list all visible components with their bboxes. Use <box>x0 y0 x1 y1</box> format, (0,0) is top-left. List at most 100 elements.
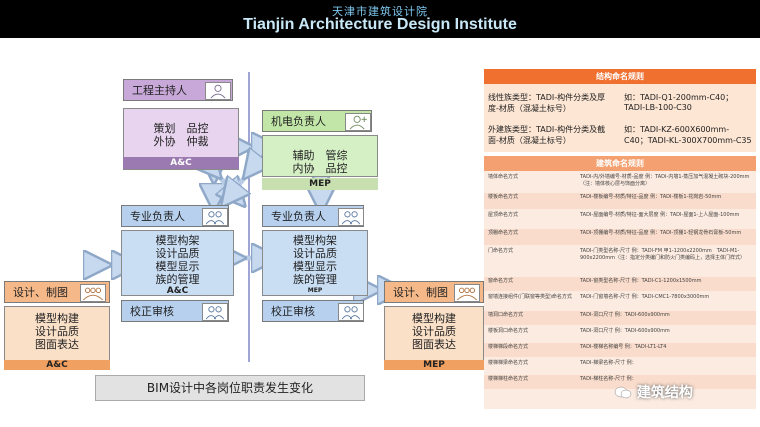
arch-rule-value: TADI-梯柱名称-尺寸 例： <box>580 376 637 382</box>
mep-pro-lead-label: MEP <box>307 287 323 294</box>
struct-rule-key: 外建族类型：TADI-构件分类及截面-材质（混凝土标号） <box>488 125 606 145</box>
ac-review-title: 校正审核 <box>130 305 174 318</box>
ac-design-duties: 模型构建 设计品质 图面表达 <box>4 312 110 351</box>
ac-design-label: A&C <box>4 360 110 370</box>
ac-pro-lead-title: 专业负责人 <box>130 210 185 223</box>
arch-rule-key: 楼梯梯梁命名方式 <box>488 360 529 366</box>
arch-rule-key: 楼梯梯柱命名方式 <box>488 376 529 382</box>
arch-rule-value: TADI-门窗墙名称-尺寸 例：TADI-CMC1-7800x3000mm <box>580 294 710 300</box>
mep-lead-title-bar: 机电负责人 <box>262 110 372 132</box>
arch-rule-row: 顶棚命名方式 TADI-顶棚编号-材质/特征-品度 例：TADI-顶棚1-轻钢龙骨… <box>484 229 756 245</box>
arch-rule-row: 墙体命名方式 TADI-内/外墙编号-材质-品度 例：TADI-内墙1-蒸压加气混… <box>484 173 756 192</box>
arch-rule-row: 门命名方式 TADI-门类型名称-尺寸 例：TADI-FM 甲1-1200x220… <box>484 247 756 275</box>
mep-lead-label: MEP <box>262 178 378 190</box>
host-duty-line: 外协 仲裁 <box>153 135 209 148</box>
ac-pro-lead-duty-line: 模型构架 <box>155 234 200 247</box>
arch-rule-value: TADI-楼板编号-材质/特征-品度 例：TADI-楼板1-花岗岩-50mm <box>580 194 722 200</box>
header-cn-title: 天津市建筑设计院 <box>332 5 428 18</box>
struct-rule-value: 如：TADI-KZ-600X600mm-C40；TADI-KL-300X700m… <box>624 125 752 145</box>
host-duty-line: 策划 品控 <box>153 122 209 135</box>
arch-rule-row: 屋顶命名方式 TADI-屋面编号-材质/特征-面大层度 例：TADI-屋面1-上人… <box>484 211 756 227</box>
mep-pro-lead-box <box>262 230 368 296</box>
arch-rule-value: TADI-洞口尺寸 例：TADI-600x900mm <box>580 312 670 318</box>
arch-rule-value: TADI-内/外墙编号-材质-品度 例：TADI-内墙1-蒸压加气混凝土砌块-2… <box>580 174 750 187</box>
header-banner: 天津市建筑设计院 Tianjin Architecture Design Ins… <box>0 0 760 38</box>
arch-rule-key: 门命名方式 <box>488 248 514 254</box>
ac-design-title: 设计、制图 <box>13 286 68 299</box>
mep-design-label: MEP <box>384 360 484 370</box>
arch-rules-title: 建筑命名规则 <box>484 156 756 171</box>
arch-rule-row: 墙洞口命名方式 TADI-洞口尺寸 例：TADI-600x900mm <box>484 311 756 325</box>
mep-design-duty-line: 模型构建 <box>412 312 456 325</box>
struct-rule-value: 如：TADI-Q1-200mm-C40；TADI-LB-100-C30 <box>624 93 734 112</box>
center-divider <box>248 72 250 362</box>
ac-pro-lead-duties: 模型构架 设计品质 模型显示 族的管理 <box>121 234 234 286</box>
mep-review-title: 校正审核 <box>271 305 315 318</box>
arch-rule-row: 楼板命名方式 TADI-楼板编号-材质/特征-品度 例：TADI-楼板1-花岗岩-… <box>484 193 756 209</box>
arch-rule-value: TADI-楼梯名称编号 例：TADI-LT1-LT4 <box>580 344 667 350</box>
ac-pro-lead-duty-line: 设计品质 <box>155 247 200 260</box>
ac-design-duty-line: 设计品质 <box>35 325 79 338</box>
mep-design-duty-line: 图面表达 <box>412 338 456 351</box>
struct-rule-key: 线性族类型：TADI-构件分类及厚度-材质（混凝土标号） <box>488 93 606 113</box>
ac-pro-lead-duty-line: 模型显示 <box>155 260 200 273</box>
mep-lead-duties: 辅助 管综 内协 品控 <box>262 149 378 175</box>
arch-rule-value: TADI-窗类型名称-尺寸 例：TADI-C1-1200x1500mm <box>580 278 702 284</box>
arch-rule-row: 窗墙连接组件(门联窗等类型)命名方式 TADI-门窗墙名称-尺寸 例：TADI-C… <box>484 293 756 309</box>
mep-pro-lead-duties: 模型构架 设计品质 模型显示 族的管理 <box>262 234 368 286</box>
host-duties: 策划 品控 外协 仲裁 <box>123 122 239 148</box>
arch-rule-key: 顶棚命名方式 <box>488 230 519 236</box>
arch-rule-row: 楼梯梯梁命名方式 TADI-梯梁名称-尺寸 例： <box>484 359 756 373</box>
arch-rule-row: 窗命名方式 TADI-窗类型名称-尺寸 例：TADI-C1-1200x1500mm <box>484 277 756 291</box>
mep-pro-lead-duty-line: 模型构架 <box>293 234 337 247</box>
arch-rule-value: TADI-洞口尺寸 例：TADI-600x900mm <box>580 328 670 334</box>
mep-design-title: 设计、制图 <box>393 286 448 299</box>
ac-design-duty-line: 模型构建 <box>35 312 79 325</box>
struct-rules-body: 线性族类型：TADI-构件分类及厚度-材质（混凝土标号） 如：TADI-Q1-2… <box>484 84 756 152</box>
arch-rule-key: 楼梯梯段命名方式 <box>488 344 529 350</box>
arch-rule-key: 窗命名方式 <box>488 278 514 284</box>
ac-pro-lead-label: A&C <box>166 286 189 296</box>
ac-pro-lead-box <box>121 230 234 296</box>
mep-design-duties: 模型构建 设计品质 图面表达 <box>384 312 484 351</box>
mep-lead-duty-line: 内协 品控 <box>292 162 348 175</box>
arch-rule-key: 屋顶命名方式 <box>488 212 519 218</box>
arch-rule-row: 楼梯梯段命名方式 TADI-楼梯名称编号 例：TADI-LT1-LT4 <box>484 343 756 357</box>
ac-review-people-icon <box>202 303 228 321</box>
mep-pro-lead-duty-line: 模型显示 <box>293 260 337 273</box>
mep-review-people-icon <box>338 303 364 321</box>
watermark-text: 建筑结构 <box>636 385 693 401</box>
ac-pro-lead-people-icon <box>202 208 228 226</box>
arch-rule-value: TADI-门类型名称-尺寸 例：TADI-FM 甲1-1200x2200mm T… <box>580 248 745 261</box>
arch-rule-row: 楼梯梯柱命名方式 TADI-梯柱名称-尺寸 例： <box>484 375 756 389</box>
arch-rule-key: 窗墙连接组件(门联窗等类型)命名方式 <box>488 294 572 300</box>
arch-rule-row: 楼板洞口命名方式 TADI-洞口尺寸 例：TADI-600x900mm <box>484 327 756 341</box>
mep-lead-box <box>262 135 378 177</box>
arch-rule-key: 墙洞口命名方式 <box>488 312 524 318</box>
ac-design-duty-line: 图面表达 <box>35 338 79 351</box>
arch-rule-key: 墙体命名方式 <box>488 174 519 180</box>
arch-rule-value: TADI-屋面编号-材质/特征-面大层度 例：TADI-屋面1-上人屋面-100… <box>580 212 740 218</box>
arrow-mep-down-left <box>230 168 252 196</box>
caption-box: BIM设计中各岗位职责发生变化 <box>95 375 365 401</box>
mep-design-duty-line: 设计品质 <box>412 325 456 338</box>
wechat-icon <box>614 386 632 400</box>
header-en-title: Tianjin Architecture Design Institute <box>243 16 517 33</box>
arch-rule-value: TADI-梯梁名称-尺寸 例： <box>580 360 637 366</box>
arch-rules-body: 墙体命名方式 TADI-内/外墙编号-材质-品度 例：TADI-内墙1-蒸压加气混… <box>484 171 756 409</box>
watermark: 建筑结构 <box>614 382 693 402</box>
mep-design-people-icon <box>454 284 480 302</box>
mep-lead-duty-line: 辅助 管综 <box>292 149 348 162</box>
arch-rule-key: 楼板洞口命名方式 <box>488 328 529 334</box>
host-person-icon <box>205 82 231 100</box>
arch-rule-value: TADI-顶棚编号-材质/特征-品度 例：TADI-顶棚1-轻钢龙骨石膏板-50… <box>580 230 742 236</box>
mep-lead-person-plus-icon <box>345 113 371 131</box>
arch-rule-key: 楼板命名方式 <box>488 194 519 200</box>
mep-pro-lead-duty-line: 族的管理 <box>293 273 337 286</box>
mep-pro-lead-title: 专业负责人 <box>271 210 326 223</box>
ac-design-people-icon <box>80 284 106 302</box>
struct-rules-title: 结构命名规则 <box>484 69 756 84</box>
mep-pro-lead-duty-line: 设计品质 <box>293 247 337 260</box>
ac-pro-lead-duty-line: 族的管理 <box>155 273 200 286</box>
ac-design-box <box>4 306 110 362</box>
